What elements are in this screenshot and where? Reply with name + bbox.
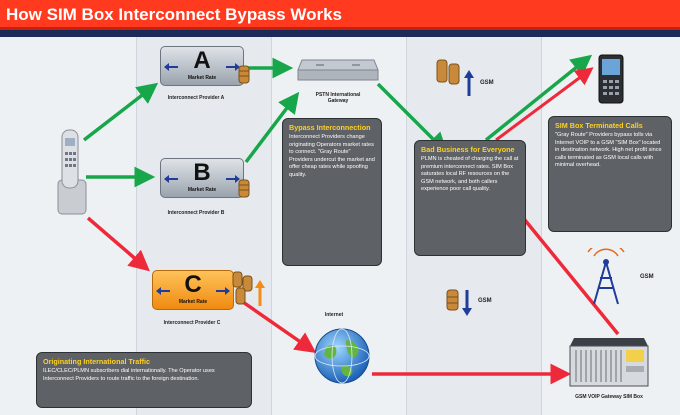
coins-icon	[238, 65, 250, 84]
arrow-pstn-to-bad	[376, 82, 448, 154]
arrow-right-icon	[216, 287, 230, 295]
bad-business-info-box: Bad Business for Everyone PLMN is cheate…	[414, 140, 526, 256]
origin-body: ILEC/CLEC/PLMN subscribers dial internat…	[43, 368, 215, 382]
provider-c-letter: C	[184, 271, 202, 298]
provider-a-caption: Interconnect Provider A	[167, 95, 225, 101]
arrow-c-to-internet	[239, 298, 317, 353]
arrow-up-icon	[464, 70, 474, 96]
arrow-right-icon	[226, 63, 240, 71]
simbox-body: "Gray Route" Providers bypass tolls via …	[555, 132, 662, 169]
title-bar: How SIM Box Interconnect Bypass Works	[0, 0, 680, 30]
bad-business-title: Bad Business for Everyone	[421, 145, 515, 154]
page-title: How SIM Box Interconnect Bypass Works	[6, 5, 342, 24]
phone-icon	[57, 129, 87, 215]
sim-box-server-icon	[569, 338, 649, 387]
arrow-bad-to-mobile	[484, 54, 593, 142]
mobile-phone-icon	[598, 54, 624, 104]
arrow-down-icon	[462, 290, 472, 316]
internet-caption: Internet	[324, 312, 344, 318]
simbox-info-box: SIM Box Terminated Calls "Gray Route" Pr…	[548, 116, 672, 232]
coins-icon	[436, 59, 460, 85]
origin-info-box: Originating International Traffic ILEC/C…	[36, 352, 252, 408]
arrow-up-icon	[255, 280, 265, 306]
globe-icon	[314, 328, 370, 384]
arrow-to-mobile-red	[495, 67, 594, 142]
provider-c-node: C Market Rate	[152, 270, 234, 310]
arrow-right-icon	[226, 175, 240, 183]
panel-divider	[136, 37, 137, 415]
simbox-title: SIM Box Terminated Calls	[555, 121, 643, 130]
simbox-caption: GSM VOIP Gateway SIM Box	[575, 394, 643, 400]
title-underline	[0, 27, 680, 30]
arrow-left-icon	[164, 175, 178, 183]
arrow-phone-to-c	[86, 216, 150, 272]
provider-b-caption: Interconnect Provider B	[167, 210, 225, 216]
coins-icon	[238, 179, 250, 198]
coins-icon	[446, 289, 459, 311]
pstn-caption: PSTN International Gateway	[315, 92, 361, 104]
bad-business-body: PLMN is cheated of charging the call at …	[421, 156, 519, 193]
provider-c-rate: Market Rate	[178, 299, 208, 305]
cell-tower-icon	[587, 248, 625, 305]
gsm-top-label: GSM	[480, 80, 494, 86]
coins-icon	[232, 271, 253, 305]
navy-strip	[0, 30, 680, 37]
gsm-tower-label: GSM	[640, 274, 654, 280]
arrow-phone-to-a	[82, 82, 159, 142]
gsm-bottom-label: GSM	[478, 298, 492, 304]
origin-title: Originating International Traffic	[43, 357, 151, 366]
provider-a-rate: Market Rate	[187, 75, 217, 81]
provider-a-letter: A	[193, 47, 211, 74]
bypass-title: Bypass Interconnection	[289, 123, 371, 132]
provider-c-caption: Interconnect Provider C	[163, 320, 221, 326]
provider-b-rate: Market Rate	[187, 187, 217, 193]
panel-divider	[406, 37, 407, 415]
provider-a-node: A Market Rate	[160, 46, 244, 86]
arrow-simbox-to-mobile	[518, 212, 620, 336]
provider-b-letter: B	[193, 159, 211, 186]
arrow-b-to-pstn	[244, 91, 300, 164]
gateway-device-icon	[297, 59, 379, 81]
bypass-body: Interconnect Providers change originatin…	[289, 134, 375, 179]
arrow-left-icon	[164, 63, 178, 71]
arrow-left-icon	[156, 287, 170, 295]
provider-b-node: B Market Rate	[160, 158, 244, 198]
panel-divider	[271, 37, 272, 415]
panel-divider	[541, 37, 542, 415]
bypass-info-box: Bypass Interconnection Interconnect Prov…	[282, 118, 382, 266]
